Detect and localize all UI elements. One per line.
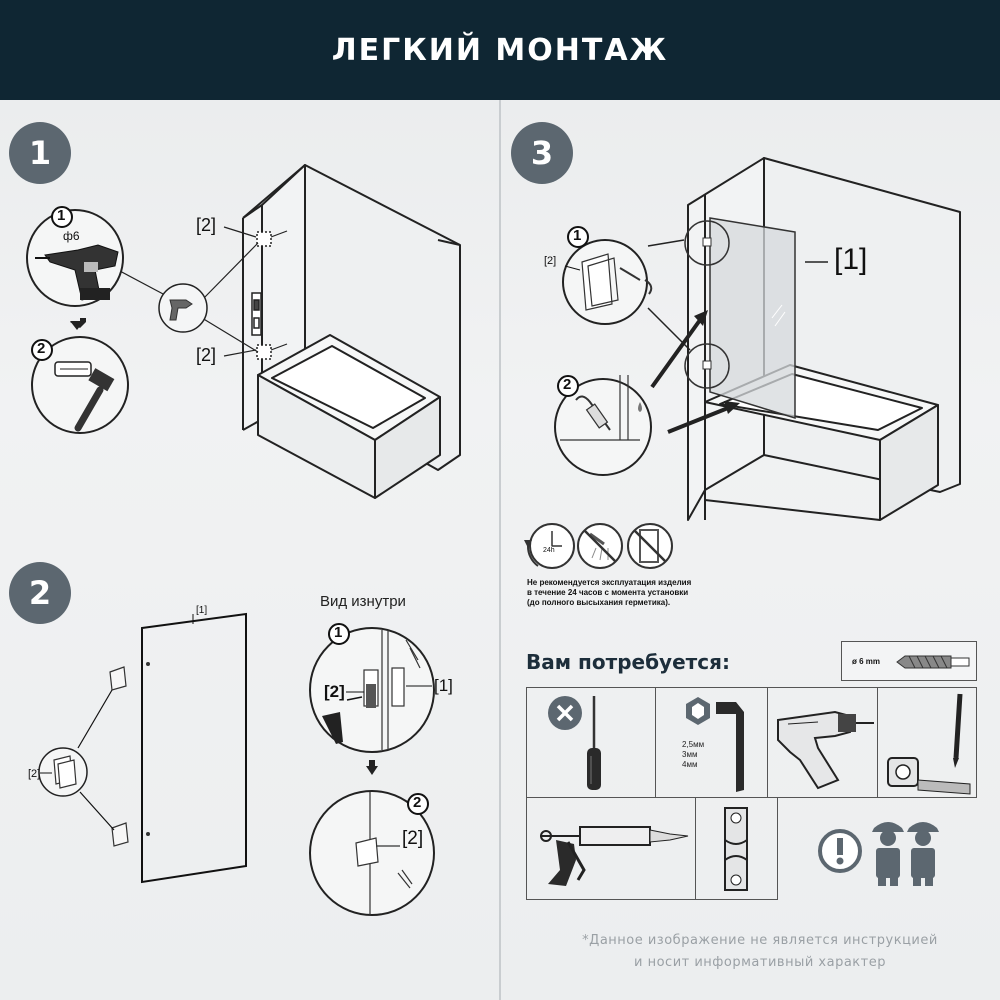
- hex-size-3: 4мм: [682, 760, 698, 769]
- hex-size-2: 3мм: [682, 750, 698, 759]
- clock-24h-text: 24h: [543, 547, 555, 554]
- no-shower-icon: [577, 523, 623, 569]
- warning-line-3: (до полного высыхания герметика).: [527, 598, 671, 607]
- disclaimer-line-2: и носит информативный характер: [634, 955, 886, 970]
- no-door-use-icon: [627, 523, 673, 569]
- step1-sub-2: 2: [37, 340, 46, 357]
- drill-bit-size: ø 6 mm: [852, 657, 881, 666]
- step2-glass-label: [1]: [196, 605, 208, 616]
- hammer-icon: [54, 361, 115, 432]
- tools-title: Вам потребуется:: [526, 650, 730, 674]
- step3-bracket-label: [2]: [544, 255, 557, 267]
- step-3-badge: 3: [511, 122, 573, 184]
- step3-install-illustration: [554, 157, 961, 521]
- step-1-badge: 1: [9, 122, 71, 184]
- disclaimer-footer: *Данное изображение не является инструкц…: [560, 930, 960, 974]
- vertical-divider: [499, 100, 501, 1000]
- drill-icon: [35, 244, 119, 301]
- step-2-badge: 2: [9, 562, 71, 624]
- tape-measure-icon: [887, 757, 971, 795]
- step1-sub-markers: [31, 206, 73, 361]
- step2-sub-2: 2: [413, 794, 422, 811]
- step1-sub-1: 1: [57, 207, 66, 224]
- drill-icon: [777, 710, 874, 790]
- step3-sub-markers: [557, 226, 589, 397]
- warning-line-1: Не рекомендуется эксплуатация изделия: [527, 578, 692, 587]
- detail-bracket-label: [2]: [324, 682, 345, 701]
- hex-key-icon: [716, 702, 744, 792]
- header-banner: ЛЕГКИЙ МОНТАЖ: [0, 0, 1000, 100]
- step1-bracket-label-top: [2]: [196, 215, 217, 235]
- step3-glass-label: [1]: [834, 243, 868, 276]
- drill-bit-icon: [896, 655, 970, 669]
- tool-cell-pencil-tape: [877, 687, 977, 798]
- step2-sub-markers: [328, 623, 429, 815]
- hex-key-sizes: 2,5мм 3мм 4мм: [682, 740, 704, 770]
- step3-sub-2: 2: [563, 376, 572, 393]
- step2-sub-1: 1: [334, 624, 343, 641]
- pencil-icon: [953, 693, 963, 768]
- sealant-gun-icon: [540, 826, 689, 886]
- drill-bit-box: ø 6 mm: [841, 641, 977, 681]
- detail-bracket-label-2: [2]: [402, 828, 424, 849]
- curing-warning-icons: [524, 523, 673, 569]
- clock-24h-icon: [524, 523, 575, 569]
- disclaimer-line-1: *Данное изображение не является инструкц…: [582, 933, 938, 948]
- step1-room-illustration: [26, 164, 461, 499]
- curing-warning-text: Не рекомендуется эксплуатация изделия в …: [527, 578, 747, 608]
- step2-bracket-label: [2]: [28, 768, 41, 780]
- step1-bracket-label-bottom: [2]: [196, 345, 217, 365]
- hex-key-icon: [322, 712, 343, 744]
- hex-size-1: 2,5мм: [682, 740, 705, 749]
- inside-view-title: Вид изнутри: [320, 593, 406, 610]
- page-title: ЛЕГКИЙ МОНТАЖ: [331, 32, 669, 68]
- two-workers-icon: [818, 822, 939, 886]
- detail-glass-label: [1]: [434, 676, 453, 695]
- step3-sub-1: 1: [573, 227, 582, 244]
- step2-glass-illustration: [38, 612, 435, 916]
- spirit-level-icon: [724, 807, 748, 891]
- tool-cell-level: [695, 797, 778, 900]
- warning-line-2: в течение 24 часов с момента установки: [527, 588, 689, 597]
- drill-size-label: ф6: [63, 229, 80, 243]
- screwdriver-icon: [587, 696, 601, 790]
